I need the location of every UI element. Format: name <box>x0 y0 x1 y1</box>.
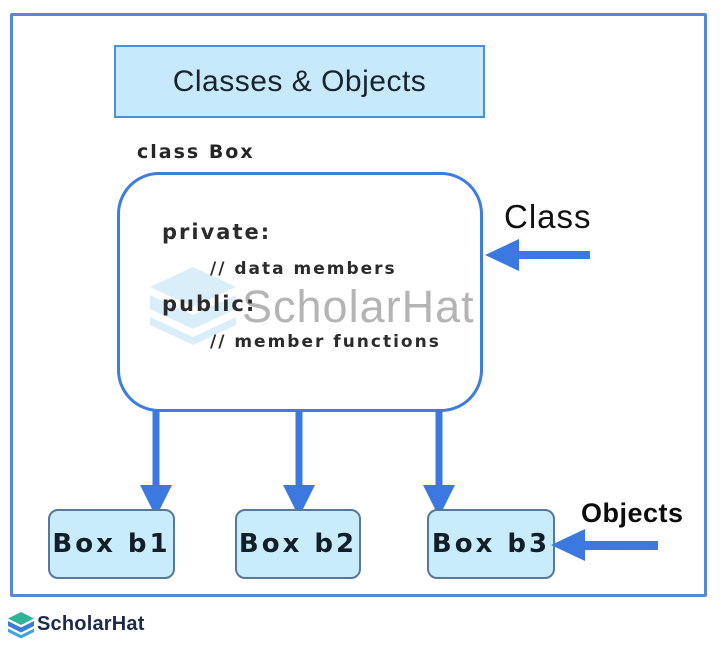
objects-arrow-icon <box>551 529 658 561</box>
object-box-b2: Box b2 <box>235 509 361 579</box>
arrow-to-box-b3-icon <box>423 411 455 517</box>
scholarhat-watermark-text: ScholarHat <box>242 281 475 332</box>
diagram-title-box: Classes & Objects <box>114 45 485 118</box>
code-line-member-functions-comment: // member functions <box>210 332 441 352</box>
object-box-b1: Box b1 <box>48 509 175 579</box>
arrow-to-box-b1-icon <box>140 411 172 517</box>
code-line-private: private: <box>162 220 272 244</box>
code-line-data-members-comment: // data members <box>210 259 397 279</box>
scholarhat-watermark-icon <box>150 267 236 345</box>
class-annotation-label: Class <box>504 198 592 235</box>
objects-annotation-label: Objects <box>581 498 684 528</box>
code-line-public: public: <box>162 292 257 316</box>
diagram-title: Classes & Objects <box>172 64 427 98</box>
diagram-outer-frame <box>10 13 707 597</box>
scholarhat-logo-icon <box>8 612 34 639</box>
object-box-b2-label: Box b2 <box>238 529 358 559</box>
object-box-b1-label: Box b1 <box>52 529 171 559</box>
scholarhat-brand-text: ScholarHat <box>37 613 145 635</box>
object-box-b3: Box b3 <box>427 509 555 579</box>
class-arrow-icon <box>485 239 590 271</box>
object-box-b3-label: Box b3 <box>431 529 551 559</box>
arrow-to-box-b2-icon <box>283 411 315 517</box>
class-name-label: class Box <box>137 141 255 163</box>
